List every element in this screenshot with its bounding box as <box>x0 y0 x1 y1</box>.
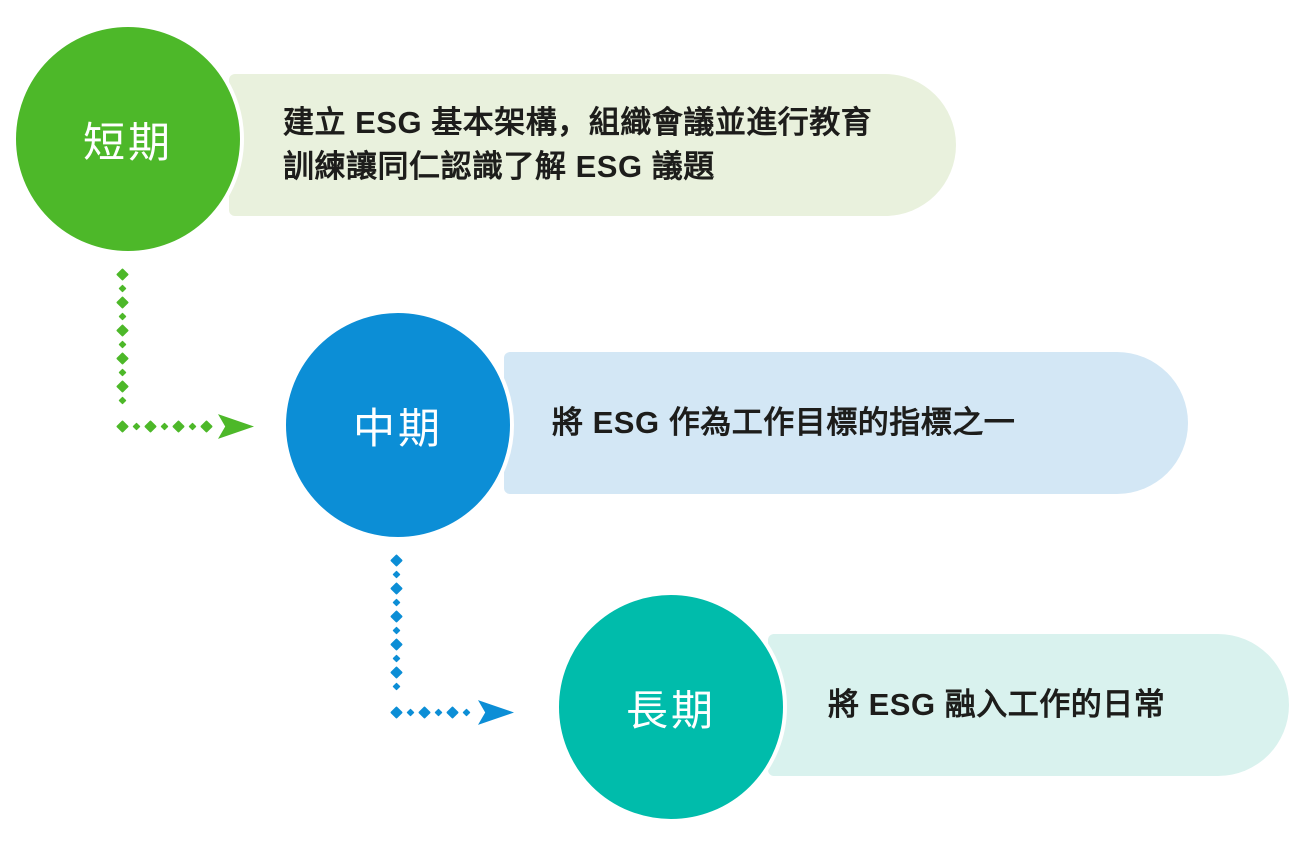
dot-icon <box>116 352 129 365</box>
stage-long-term-pill: 將 ESG 融入工作的日常 <box>768 634 1289 776</box>
dotted-line-vertical <box>390 554 403 691</box>
dot-icon <box>200 420 213 433</box>
dot-icon <box>392 654 401 663</box>
dot-icon <box>118 312 127 321</box>
dot-icon <box>418 706 431 719</box>
dot-icon <box>118 284 127 293</box>
dot-icon <box>434 708 443 717</box>
dot-icon <box>390 610 403 623</box>
dot-icon <box>406 708 415 717</box>
dot-icon <box>118 368 127 377</box>
stage-mid-term-pill: 將 ESG 作為工作目標的指標之一 <box>504 352 1188 494</box>
dot-icon <box>116 268 129 281</box>
description-line: 將 ESG 作為工作目標的指標之一 <box>552 404 1016 440</box>
description-line: 訓練讓同仁認識了解 ESG 議題 <box>283 149 715 184</box>
dot-icon <box>392 682 401 691</box>
description-line: 建立 ESG 基本架構，組織會議並進行教育 <box>283 104 873 140</box>
dot-icon <box>188 422 197 431</box>
stage-mid-term-description: 將 ESG 作為工作目標的指標之一 <box>504 401 1015 445</box>
stage-mid-term-circle: 中期 <box>282 309 514 541</box>
dot-icon <box>392 626 401 635</box>
stage-long-term-description: 將 ESG 融入工作的日常 <box>768 683 1165 727</box>
dot-icon <box>132 422 141 431</box>
dot-icon <box>462 708 471 717</box>
stage-mid-term-label: 中期 <box>352 404 443 452</box>
dot-icon <box>390 706 403 719</box>
stage-short-term-description: 建立 ESG 基本架構，組織會議並進行教育 訓練讓同仁認識了解 ESG 議題 <box>229 101 872 189</box>
dot-icon <box>160 422 169 431</box>
stage-short-term-circle: 短期 <box>12 23 244 255</box>
dot-icon <box>390 666 403 679</box>
stage-short-term-pill: 建立 ESG 基本架構，組織會議並進行教育 訓練讓同仁認識了解 ESG 議題 <box>229 74 956 216</box>
dot-icon <box>116 324 129 337</box>
dot-icon <box>392 570 401 579</box>
dotted-line-horizontal <box>116 413 254 440</box>
dotted-line-vertical <box>116 268 129 405</box>
stage-short-term-label: 短期 <box>82 118 173 166</box>
stage-long-term-label: 長期 <box>625 686 716 734</box>
dot-icon <box>390 582 403 595</box>
description-line: 將 ESG 融入工作的日常 <box>828 686 1166 722</box>
dot-icon <box>390 554 403 567</box>
dot-icon <box>118 340 127 349</box>
dot-icon <box>172 420 185 433</box>
dotted-line-horizontal <box>390 699 514 726</box>
arrowhead-right-icon <box>478 700 514 725</box>
dot-icon <box>390 638 403 651</box>
dot-icon <box>392 598 401 607</box>
stage-long-term-circle: 長期 <box>555 591 787 823</box>
dot-icon <box>118 396 127 405</box>
dot-icon <box>116 380 129 393</box>
dot-icon <box>116 420 129 433</box>
dot-icon <box>446 706 459 719</box>
dot-icon <box>116 296 129 309</box>
arrowhead-right-icon <box>218 414 254 439</box>
dot-icon <box>144 420 157 433</box>
